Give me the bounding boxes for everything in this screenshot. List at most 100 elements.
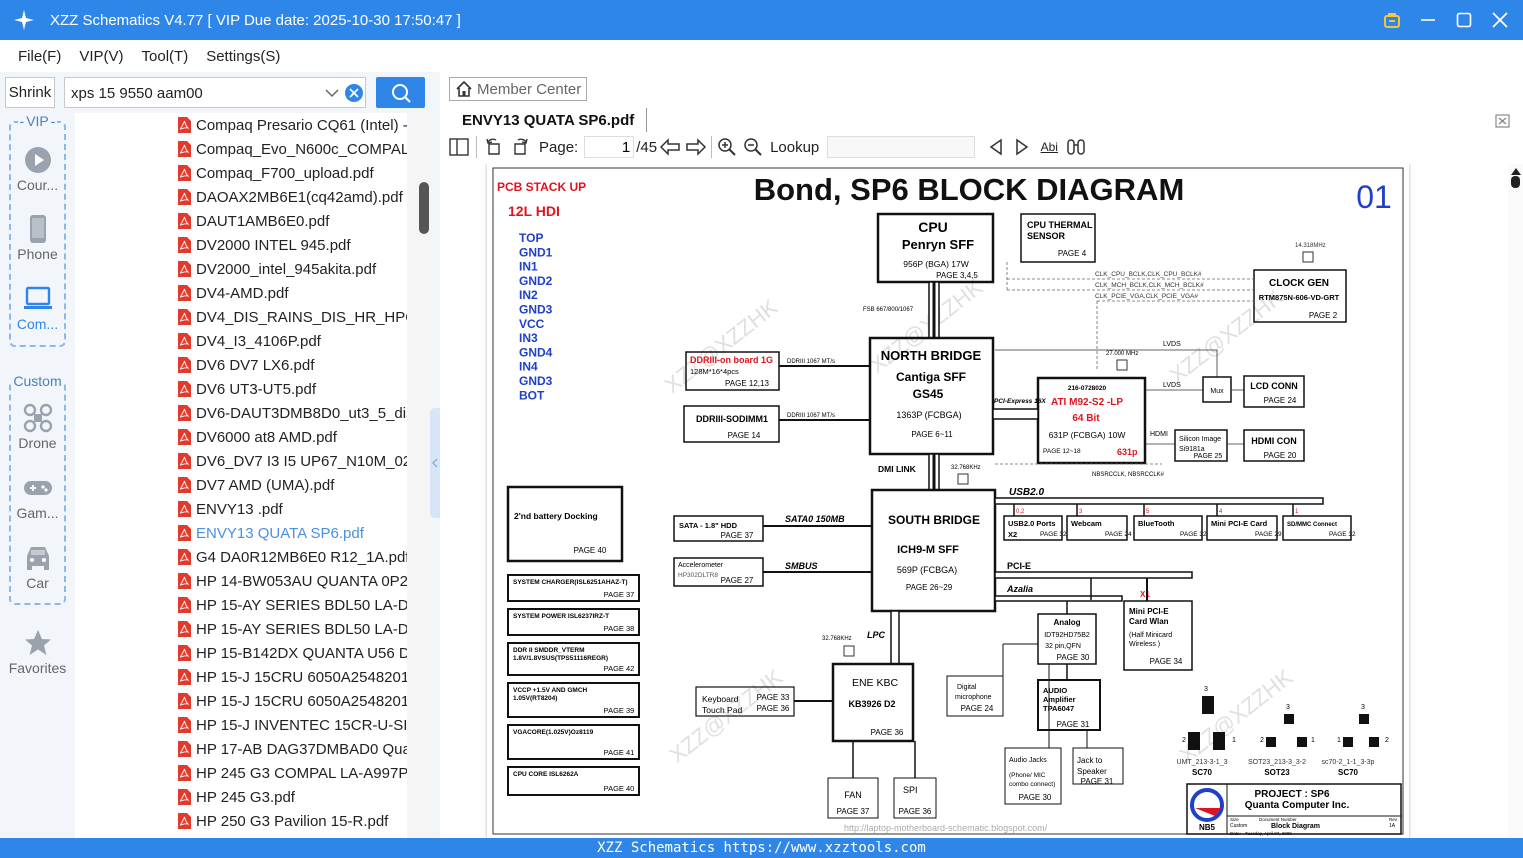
maximize-icon[interactable] (1451, 7, 1477, 33)
file-list-item[interactable]: DV6_DV7 I3 I5 UP67_N10M_022 (75, 449, 407, 473)
next-page-icon[interactable] (685, 136, 707, 158)
vip-bag-icon[interactable] (1379, 7, 1405, 33)
file-name: DV6-DAUT3DMB8D0_ut3_5_dis_ (196, 404, 407, 422)
rail-item-favorites[interactable]: Favorites (0, 628, 75, 676)
panel-splitter[interactable] (430, 408, 440, 518)
file-list-item[interactable]: HP 245 G3 COMPAL LA-A997P I (75, 761, 407, 785)
file-list-item[interactable]: Compaq_Evo_N600c_COMPAL_L (75, 137, 407, 161)
file-list-item[interactable]: HP 250 G3 Pavilion 15-R.pdf (75, 809, 407, 833)
file-list-item[interactable]: DV6 DV7 LX6.pdf (75, 353, 407, 377)
svg-text:GS45: GS45 (913, 387, 944, 401)
file-list-item[interactable]: ENVY13 .pdf (75, 497, 407, 521)
pdf-scrollbar[interactable] (1508, 164, 1523, 838)
file-list-item[interactable]: HP 15-B142DX QUANTA U56 DA (75, 641, 407, 665)
rotate-right-icon[interactable] (509, 136, 531, 158)
file-list-item[interactable]: DV6 UT3-UT5.pdf (75, 377, 407, 401)
menu-file[interactable]: File(F) (18, 47, 62, 65)
file-list-scrollbar[interactable] (409, 113, 431, 838)
file-list-item[interactable]: DAOAX2MB6E1(cq42amd).pdf (75, 185, 407, 209)
package-code: SC70 (1338, 768, 1359, 777)
page-number-input[interactable] (584, 136, 635, 158)
chevron-down-icon[interactable] (323, 84, 341, 102)
file-list-item[interactable]: DV6-DAUT3DMB8D0_ut3_5_dis_ (75, 401, 407, 425)
search-input[interactable] (71, 82, 311, 104)
close-icon[interactable] (1487, 7, 1513, 33)
shrink-button[interactable]: Shrink (5, 77, 55, 108)
file-list-item[interactable]: Compaq Presario CQ61 (Intel) - (75, 113, 407, 137)
svg-text:Wireless ): Wireless ) (1129, 641, 1160, 648)
minimize-icon[interactable] (1415, 7, 1441, 33)
svg-text:Digital: Digital (957, 684, 977, 691)
scrollbar-thumb[interactable] (419, 182, 429, 234)
zoom-in-icon[interactable] (716, 136, 738, 158)
clear-icon[interactable] (345, 84, 363, 102)
svg-text:ICH9-M SFF: ICH9-M SFF (897, 544, 959, 556)
file-list-item[interactable]: DV4-AMD.pdf (75, 281, 407, 305)
svg-text:PAGE 12,13: PAGE 12,13 (725, 379, 769, 388)
menu-vip[interactable]: VIP(V) (79, 47, 124, 65)
match-case-icon[interactable]: Abi (1040, 140, 1058, 154)
prev-result-icon[interactable] (985, 136, 1007, 158)
rail-item-courses[interactable]: Cour... (0, 145, 75, 193)
menu-tool[interactable]: Tool(T) (141, 47, 189, 65)
member-center-button[interactable]: Member Center (449, 77, 587, 101)
rail-item-games[interactable]: Gam... (0, 473, 75, 521)
file-list-item[interactable]: HP 245 G3.pdf (75, 785, 407, 809)
binoculars-icon[interactable] (1065, 136, 1087, 158)
car-icon (23, 543, 53, 573)
file-list-item[interactable]: HP 15-J 15CRU 6050A2548201-I (75, 665, 407, 689)
file-list-item[interactable]: DAUT1AMB6E0.pdf (75, 209, 407, 233)
zoom-out-icon[interactable] (742, 136, 764, 158)
file-name: DV7 AMD (UMA).pdf (196, 476, 335, 494)
file-name: ENVY13 QUATA SP6.pdf (196, 524, 364, 542)
svg-text:microphone: microphone (955, 694, 992, 701)
rail-item-drone[interactable]: Drone (0, 403, 75, 451)
pdf-file-icon (178, 285, 191, 301)
pdf-file-icon (178, 141, 191, 157)
package-code: SC70 (1192, 768, 1213, 777)
pin-number: 1 (1311, 737, 1315, 744)
file-list-item[interactable]: HP 15-AY SERIES BDL50 LA-D70 (75, 593, 407, 617)
file-list-item[interactable]: DV6000 at8 AMD.pdf (75, 425, 407, 449)
svg-text:USB2.0: USB2.0 (1009, 487, 1044, 498)
stack-title: PCB STACK UP (497, 180, 586, 194)
star-icon (23, 628, 53, 658)
pdf-file-icon (178, 357, 191, 373)
menu-settings[interactable]: Settings(S) (206, 47, 281, 65)
file-list-item[interactable]: DV2000 INTEL 945.pdf (75, 233, 407, 257)
rail-item-car[interactable]: Car (0, 543, 75, 591)
file-list-item[interactable]: DV4_I3_4106P.pdf (75, 329, 407, 353)
file-list-item[interactable]: G4 DA0R12MB6E0 R12_1A.pdf (75, 545, 407, 569)
power-block-name: DDR II SMDDR_VTERM (513, 647, 585, 654)
usb-device-page: PAGE 29 (1255, 531, 1282, 538)
sidebar-toggle-icon[interactable] (448, 136, 470, 158)
file-list-item[interactable]: HP 14-BW053AU QUANTA 0P2 (75, 569, 407, 593)
file-list-item[interactable]: DV4_DIS_RAINS_DIS_HR_HPC.pd (75, 305, 407, 329)
rail-item-phone[interactable]: Phone (0, 214, 75, 262)
power-block (507, 724, 640, 760)
close-tab-icon[interactable] (1493, 110, 1513, 130)
file-list-item[interactable]: HP 15-AY SERIES BDL50 LA-D70 (75, 617, 407, 641)
svg-text:PAGE 24: PAGE 24 (1264, 396, 1297, 405)
file-list-item[interactable]: DV2000_intel_945akita.pdf (75, 257, 407, 281)
rotate-left-icon[interactable] (483, 136, 505, 158)
pdf-scrollbar-thumb[interactable] (1511, 176, 1520, 188)
svg-text:PAGE 20: PAGE 20 (1264, 451, 1297, 460)
file-list-item[interactable]: HP 17-AB DAG37DMBAD0 Qua (75, 737, 407, 761)
search-button[interactable] (376, 77, 425, 108)
tab-document[interactable]: ENVY13 QUATA SP6.pdf (450, 108, 648, 132)
file-list-item[interactable]: Compaq_F700_upload.pdf (75, 161, 407, 185)
package-name: UMT_213-3-1_3 (1177, 759, 1228, 766)
pdf-file-icon (178, 453, 191, 469)
lookup-input[interactable] (827, 136, 976, 158)
file-list-item[interactable]: ENVY13 QUATA SP6.pdf (75, 521, 407, 545)
svg-text:Block Diagram: Block Diagram (1271, 823, 1320, 830)
rail-item-computer[interactable]: Com... (0, 284, 75, 332)
next-result-icon[interactable] (1011, 136, 1033, 158)
svg-text:Azalia: Azalia (1006, 584, 1033, 594)
prev-page-icon[interactable] (659, 136, 681, 158)
file-list-item[interactable]: HP 15-J INVENTEC 15CR-U-SI-1 (75, 713, 407, 737)
file-list-item[interactable]: DV7 AMD (UMA).pdf (75, 473, 407, 497)
pdf-scroll-area[interactable]: XZZ@XZZHK XZZ@XZZHK XZZ@XZZHK XZZ@XZZHK … (440, 164, 1523, 838)
file-list-item[interactable]: HP 15-J 15CRU 6050A2548201-I (75, 689, 407, 713)
